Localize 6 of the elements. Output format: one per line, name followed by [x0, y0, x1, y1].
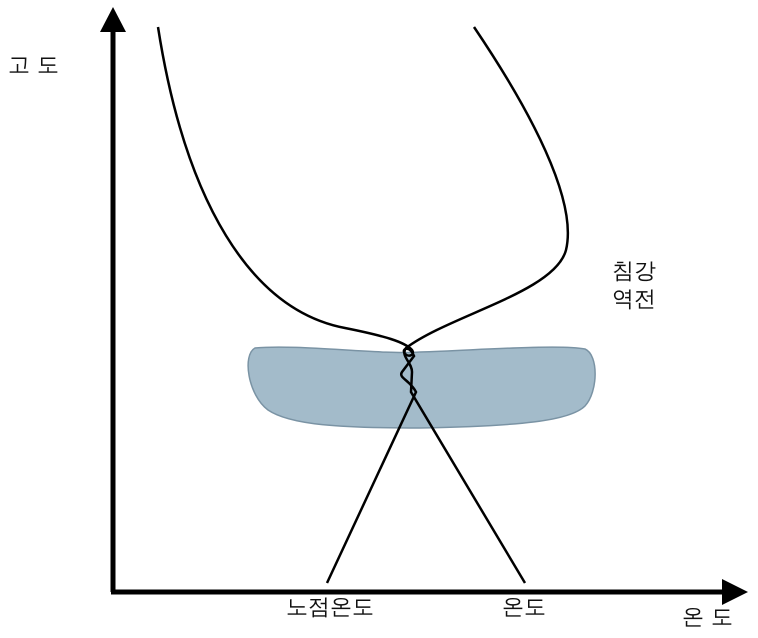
- inversion-layer-band: [247, 346, 596, 429]
- curve-label: 노점온도: [286, 594, 374, 622]
- axis-label: 온 도: [682, 604, 733, 632]
- curve-label: 온도: [502, 594, 546, 622]
- axis-label: 고 도: [8, 52, 59, 80]
- annotation-label: 침강 역전: [612, 258, 657, 314]
